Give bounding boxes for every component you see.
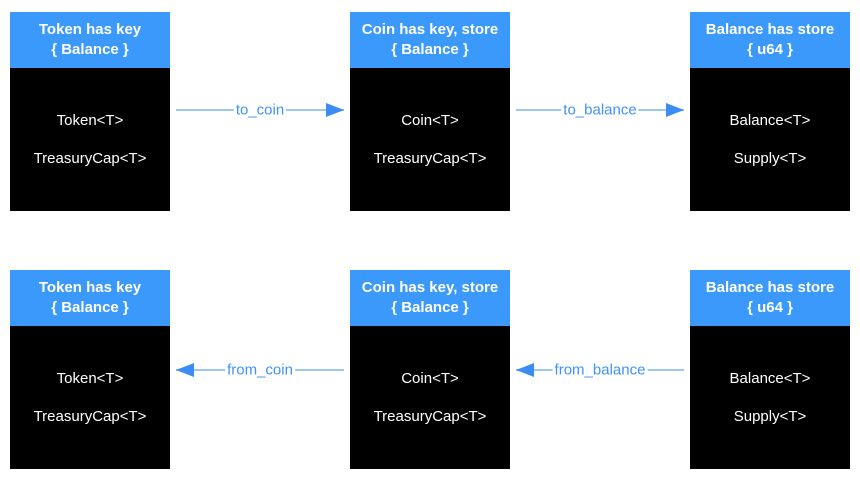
arrow-head-left-icon — [176, 363, 194, 377]
type-label: Balance<T> — [729, 112, 811, 129]
box-header: Balance has store { u64 } — [690, 270, 850, 326]
arrow-to-balance: to_balance — [516, 101, 684, 119]
box-body: Token<T> TreasuryCap<T> — [10, 326, 170, 469]
type-label: TreasuryCap<T> — [373, 150, 487, 167]
struct-box-token: Token has key { Balance } Token<T> Treas… — [10, 12, 170, 211]
box-body: Token<T> TreasuryCap<T> — [10, 68, 170, 211]
box-header-line2: { u64 } — [747, 41, 793, 58]
arrow-from-balance: from_balance — [516, 361, 684, 379]
type-label: Supply<T> — [733, 408, 807, 425]
box-body: Balance<T> Supply<T> — [690, 68, 850, 211]
arrow-label: to_balance — [561, 101, 639, 119]
box-header-line1: Token has key — [38, 21, 142, 38]
struct-box-coin: Coin has key, store { Balance } Coin<T> … — [350, 12, 510, 211]
box-header-line2: { Balance } — [51, 299, 129, 316]
arrow-label: from_coin — [225, 361, 295, 379]
type-label: Supply<T> — [733, 150, 807, 167]
arrow-label: to_coin — [233, 101, 287, 119]
box-header: Coin has key, store { Balance } — [350, 12, 510, 68]
struct-box-coin: Coin has key, store { Balance } Coin<T> … — [350, 270, 510, 469]
type-label: TreasuryCap<T> — [33, 150, 147, 167]
arrow-to-coin: to_coin — [176, 101, 344, 119]
box-header: Token has key { Balance } — [10, 270, 170, 326]
box-body: Coin<T> TreasuryCap<T> — [350, 326, 510, 469]
box-header-line1: Coin has key, store — [361, 21, 499, 38]
box-header-line2: { Balance } — [51, 41, 129, 58]
struct-box-balance: Balance has store { u64 } Balance<T> Sup… — [690, 12, 850, 211]
box-body: Balance<T> Supply<T> — [690, 326, 850, 469]
box-header: Token has key { Balance } — [10, 12, 170, 68]
box-header-line1: Coin has key, store — [361, 279, 499, 296]
type-label: Token<T> — [56, 112, 124, 129]
box-header-line1: Balance has store — [705, 279, 835, 296]
type-label: Balance<T> — [729, 370, 811, 387]
box-header: Balance has store { u64 } — [690, 12, 850, 68]
type-label: Coin<T> — [401, 370, 459, 387]
arrow-from-coin: from_coin — [176, 361, 344, 379]
type-label: Coin<T> — [401, 112, 459, 129]
struct-box-token: Token has key { Balance } Token<T> Treas… — [10, 270, 170, 469]
type-label: TreasuryCap<T> — [33, 408, 147, 425]
type-label: TreasuryCap<T> — [373, 408, 487, 425]
arrow-head-right-icon — [666, 103, 684, 117]
box-header: Coin has key, store { Balance } — [350, 270, 510, 326]
box-header-line2: { Balance } — [391, 299, 469, 316]
box-header-line2: { u64 } — [747, 299, 793, 316]
box-header-line1: Token has key — [38, 279, 142, 296]
arrow-head-right-icon — [326, 103, 344, 117]
arrow-label: from_balance — [552, 361, 648, 379]
type-label: Token<T> — [56, 370, 124, 387]
box-body: Coin<T> TreasuryCap<T> — [350, 68, 510, 211]
arrow-head-left-icon — [516, 363, 534, 377]
struct-box-balance: Balance has store { u64 } Balance<T> Sup… — [690, 270, 850, 469]
box-header-line1: Balance has store — [705, 21, 835, 38]
box-header-line2: { Balance } — [391, 41, 469, 58]
